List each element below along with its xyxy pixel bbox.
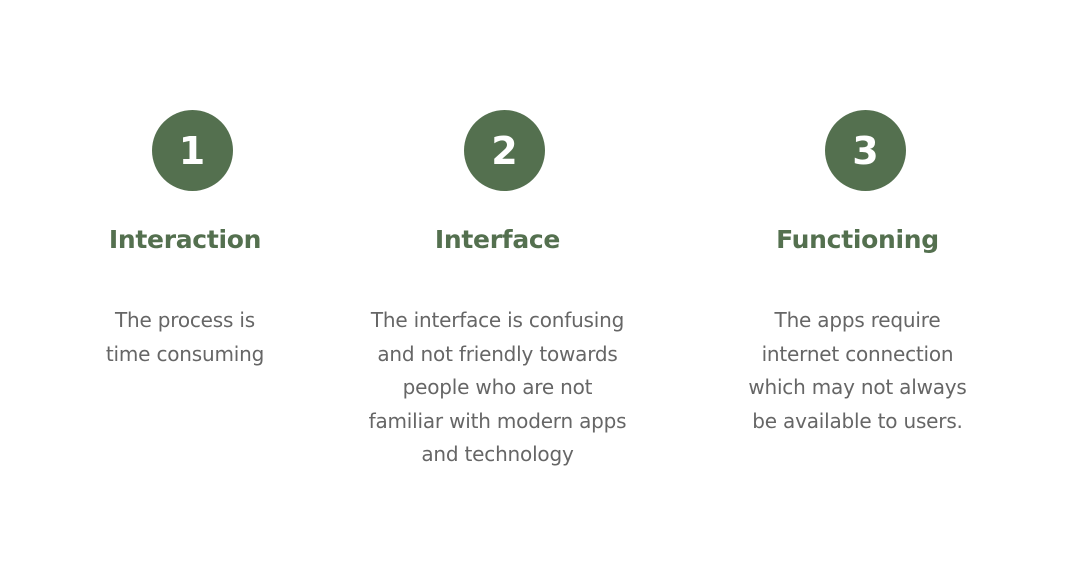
description-line: familiar with modern apps — [368, 408, 627, 433]
step-title: Interface — [434, 225, 561, 254]
description-line: The interface is confusing — [370, 308, 625, 332]
description-line: The process is — [115, 308, 255, 332]
description-line: time consuming — [105, 341, 265, 366]
step-description: The apps require internet connection whi… — [748, 304, 967, 438]
description-line: and not friendly towards — [377, 341, 618, 366]
description-line: and technology — [421, 442, 574, 466]
description-line: people who are not — [402, 375, 593, 399]
step-3: 3 Functioning The apps require internet … — [730, 110, 985, 438]
step-1: 1 Interaction The process is time consum… — [60, 110, 310, 371]
step-number-badge: 2 — [464, 110, 545, 191]
step-2: 2 Interface The interface is confusing a… — [355, 110, 640, 472]
description-line: be available to users. — [752, 408, 963, 433]
step-title: Interaction — [108, 225, 262, 254]
description-line: internet connection — [761, 341, 954, 366]
step-title: Functioning — [776, 225, 939, 254]
description-line: which may not always — [748, 375, 967, 399]
step-number-badge: 3 — [825, 110, 906, 191]
step-description: The interface is confusing and not frien… — [369, 304, 627, 472]
description-line: The apps require — [774, 308, 941, 332]
step-number-badge: 1 — [151, 110, 233, 191]
step-description: The process is time consuming — [106, 304, 264, 371]
